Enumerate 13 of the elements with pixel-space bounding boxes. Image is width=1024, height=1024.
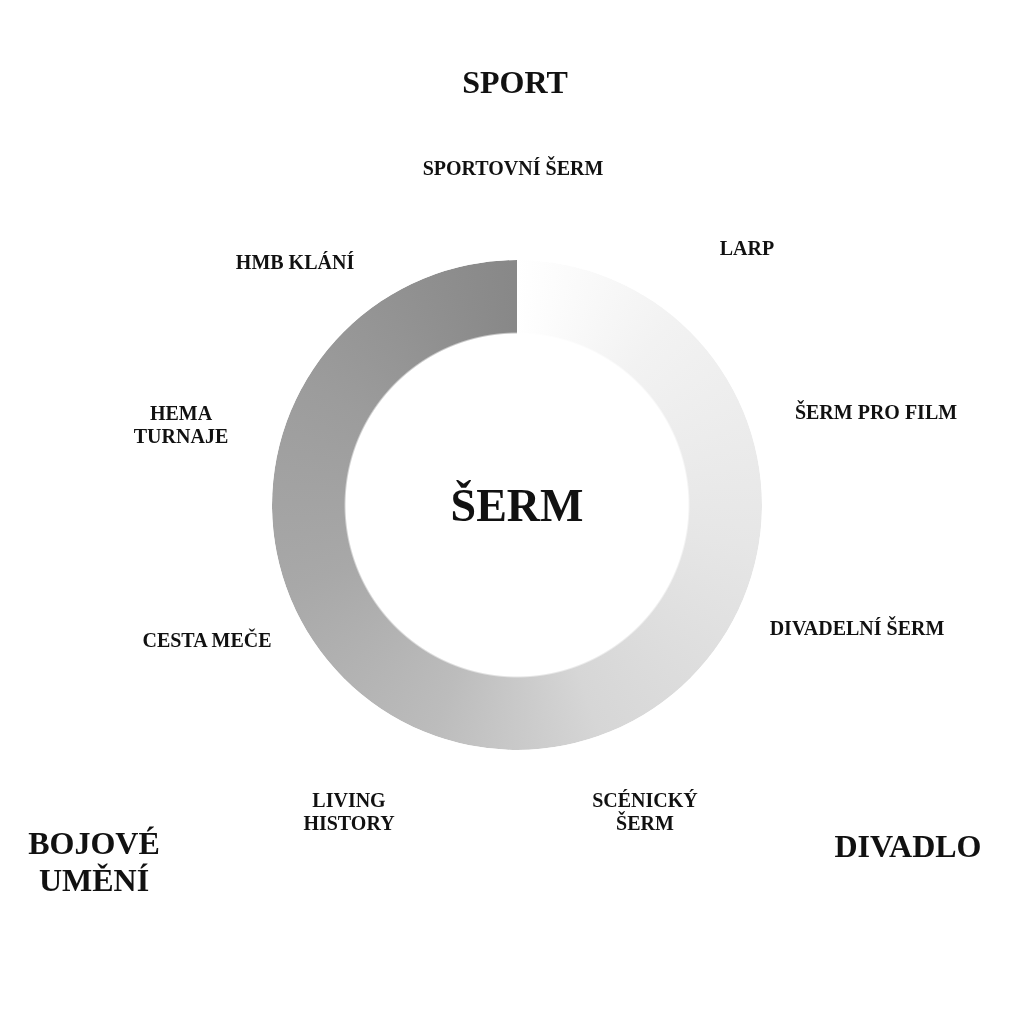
segment-label: HEMA TURNAJE xyxy=(132,402,230,448)
segment-label: LIVING HISTORY xyxy=(302,789,396,835)
segment-label: CESTA MEČE xyxy=(141,628,273,652)
segment-label: LARP xyxy=(718,236,776,260)
segment-label: SCÉNICKÝ ŠERM xyxy=(591,789,699,835)
center-title: ŠERM xyxy=(450,478,584,532)
category-heading: SPORT xyxy=(461,63,569,101)
segment-label: ŠERM PRO FILM xyxy=(793,400,959,424)
segment-label: SPORTOVNÍ ŠERM xyxy=(421,156,605,180)
segment-label: HMB KLÁNÍ xyxy=(235,250,355,274)
segment-label: DIVADELNÍ ŠERM xyxy=(768,616,946,640)
category-heading: BOJOVÉ UMĚNÍ xyxy=(27,825,161,899)
category-heading: DIVADLO xyxy=(833,827,983,865)
